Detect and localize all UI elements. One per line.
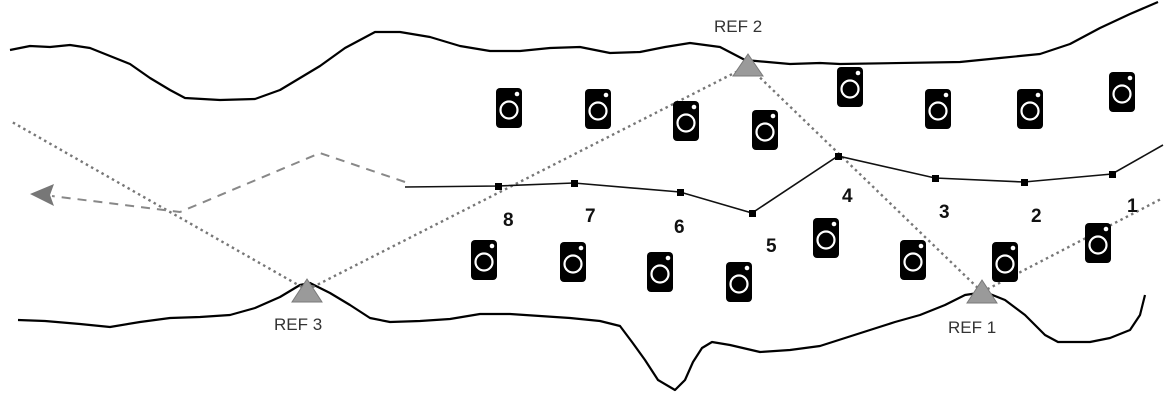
camera-icon [494,86,524,130]
camera-icon [1083,221,1113,265]
ref-label-2: REF 2 [714,17,762,36]
point-label-6: 6 [674,217,685,238]
point-marker-7 [571,180,578,187]
triangle-marker-icon [291,278,323,303]
point-label-5: 5 [766,236,777,257]
triangle-marker-icon [966,279,998,304]
sightline-ref2-ref3 [306,64,749,292]
arrowhead-icon [30,184,54,206]
point-label-8: 8 [503,210,514,231]
point-marker-1 [1109,171,1116,178]
point-label-3: 3 [939,202,950,223]
sightline-ref1-east [981,196,1164,294]
camera-icon [898,238,928,282]
point-label-7: 7 [585,206,596,227]
camera-icon [811,216,841,260]
camera-icon [645,250,675,294]
point-marker-3 [932,175,939,182]
triangle-marker-icon [732,53,764,77]
camera-icon [835,65,865,109]
camera-icon [990,240,1020,284]
point-label-2: 2 [1031,206,1042,227]
camera-icon [558,240,588,284]
point-label-1: 1 [1127,196,1138,217]
camera-icon [671,99,701,143]
ref-label-1: REF 1 [948,318,996,337]
point-label-4: 4 [842,186,853,207]
sightline-ref1-ref2 [747,65,983,293]
ref-label-3: REF 3 [274,315,322,334]
sightline-ref3-west [11,120,308,292]
point-marker-5 [749,210,756,217]
camera-icon [1107,70,1137,114]
profile-line [404,144,1164,214]
south-bank-line [17,281,1147,392]
camera-icon [724,260,754,304]
camera-icon [1015,87,1045,131]
camera-icon [750,108,780,152]
camera-icon [469,238,499,282]
camera-icon [583,87,613,131]
point-marker-4 [835,153,842,160]
point-marker-6 [677,189,684,196]
north-bank-line [9,0,1159,102]
camera-icon [923,87,953,131]
dashed-direction-line [51,151,406,214]
point-marker-2 [1021,179,1028,186]
point-marker-8 [495,183,502,190]
